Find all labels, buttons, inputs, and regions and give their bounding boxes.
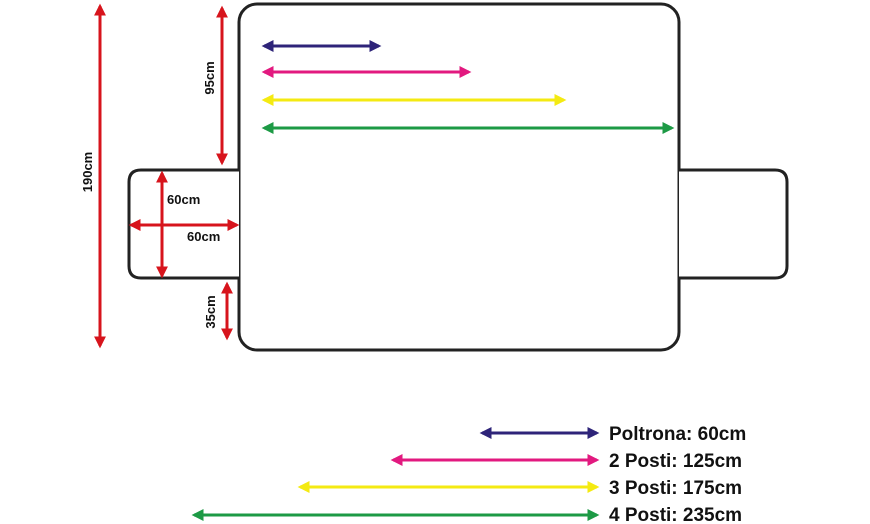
legend-label-3-posti: 3 Posti: 175cm: [609, 478, 742, 499]
armrest-depth-label: 60cm: [167, 192, 200, 207]
legend-item-3-posti: 3 Posti: 175cm: [297, 478, 742, 499]
armrest-width-label: 60cm: [187, 229, 220, 244]
dimension-arrows: [94, 3, 240, 349]
panel-width-arrows: [261, 40, 675, 134]
legend-label-4-posti: 4 Posti: 235cm: [609, 505, 742, 524]
legend-item-poltrona: Poltrona: 60cm: [479, 424, 746, 445]
total-height-label: 190cm: [80, 152, 95, 192]
right-armrest-flap: [679, 168, 789, 280]
main-panel: [237, 2, 681, 352]
legend-item-2-posti: 2 Posti: 125cm: [390, 451, 742, 472]
legend: Poltrona: 60cm 2 Posti: 125cm 3 Posti: 1…: [191, 424, 746, 524]
legend-item-4-posti: 4 Posti: 235cm: [191, 505, 742, 524]
legend-label-2-posti: 2 Posti: 125cm: [609, 451, 742, 472]
legend-label-poltrona: Poltrona: 60cm: [609, 424, 746, 445]
backrest-height-label: 95cm: [202, 61, 217, 94]
bottom-flap-label: 35cm: [203, 295, 218, 328]
